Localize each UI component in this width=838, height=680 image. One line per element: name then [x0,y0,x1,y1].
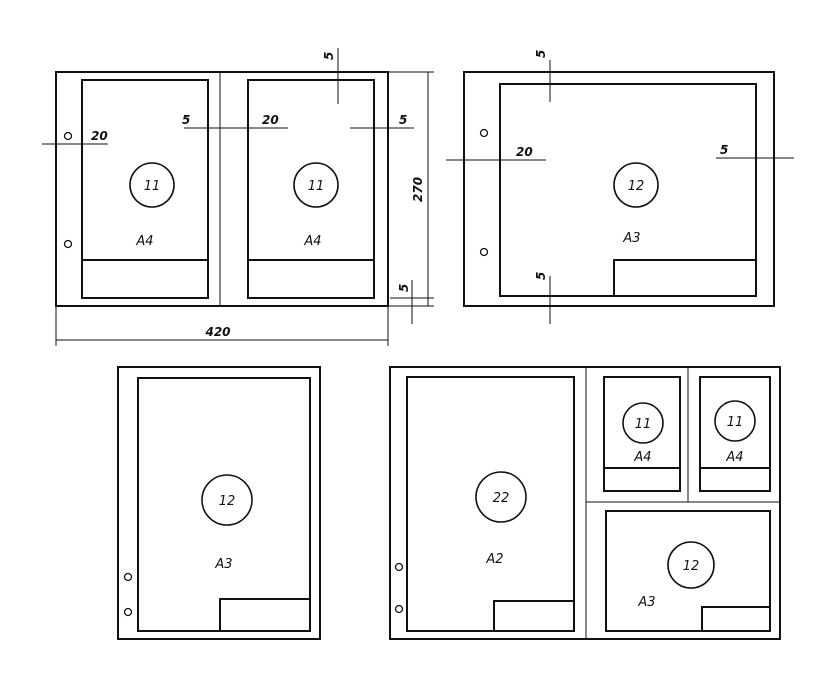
dimension-text: 420 [204,325,230,339]
sheet-number: 11 [635,417,652,432]
format-label: A4 [303,234,321,249]
sheet-number-circle [201,474,253,526]
sheet-number-circle [714,400,756,442]
binding-hole [479,247,489,257]
sheet-number-circle [129,162,175,208]
title-block-a3 [701,606,771,632]
sheet-group-bottom-right: 22 A2 11 A4 11 A4 12 A3 [389,366,781,640]
sheet-group-top-left: 11 A4 11 A4 20 5 20 5 5 270 5 [42,48,434,346]
sheet-number-circle [613,162,659,208]
title-block-a3 [219,598,311,632]
sheet-number: 11 [308,179,325,194]
format-label: A3 [622,231,640,246]
title-block-a3 [613,259,757,297]
format-label: A3 [637,595,655,610]
binding-hole [123,572,133,582]
outer-sheet-a3 [117,366,321,640]
dimension-text: 5 [534,50,548,58]
sheet-number: 22 [493,491,510,506]
outer-sheet-a3 [55,71,389,307]
sheet-number: 12 [219,494,236,509]
sheet-number-circle [622,402,664,444]
binding-hole [123,607,133,617]
dimension-text: 20 [262,113,279,127]
sheet-number-circle [475,471,527,523]
format-label: A3 [214,557,232,572]
outer-sheet-a3 [463,71,775,307]
sheet-number-circle [293,162,339,208]
format-label: A4 [725,450,743,465]
dimension-text: 270 [411,177,425,202]
title-block-a2 [493,600,575,632]
sheet-number-circle [667,541,715,589]
dimension-text: 5 [399,113,407,127]
format-label: A4 [135,234,153,249]
outer-sheet-a1 [389,366,781,640]
frame-a2 [406,376,575,632]
sheet-group-bottom-left: 12 A3 [117,366,321,640]
binding-hole [394,604,404,614]
sheet-number: 11 [727,415,744,430]
dimension-text: 5 [182,113,190,127]
dimension-text: 5 [720,143,728,157]
sheet-group-top-right: 12 A3 5 20 5 5 [446,50,794,324]
format-label: A2 [485,552,503,567]
dimension-text: 20 [91,129,108,143]
title-block-a4-left [81,259,209,299]
frame-a3 [605,510,771,632]
sheet-number: 12 [628,179,645,194]
dimension-text: 5 [397,284,411,292]
binding-hole [63,131,73,141]
dimension-text: 5 [322,52,336,60]
title-block-a4-right [247,259,375,299]
sheet-number: 11 [144,179,161,194]
dimension-text: 5 [534,272,548,280]
binding-hole [394,562,404,572]
sheet-number: 12 [683,559,700,574]
title-block-a4 [699,467,771,492]
title-block-a4 [603,467,681,492]
binding-hole [479,128,489,138]
dimension-text: 20 [516,145,533,159]
format-label: A4 [633,450,651,465]
binding-hole [63,239,73,249]
